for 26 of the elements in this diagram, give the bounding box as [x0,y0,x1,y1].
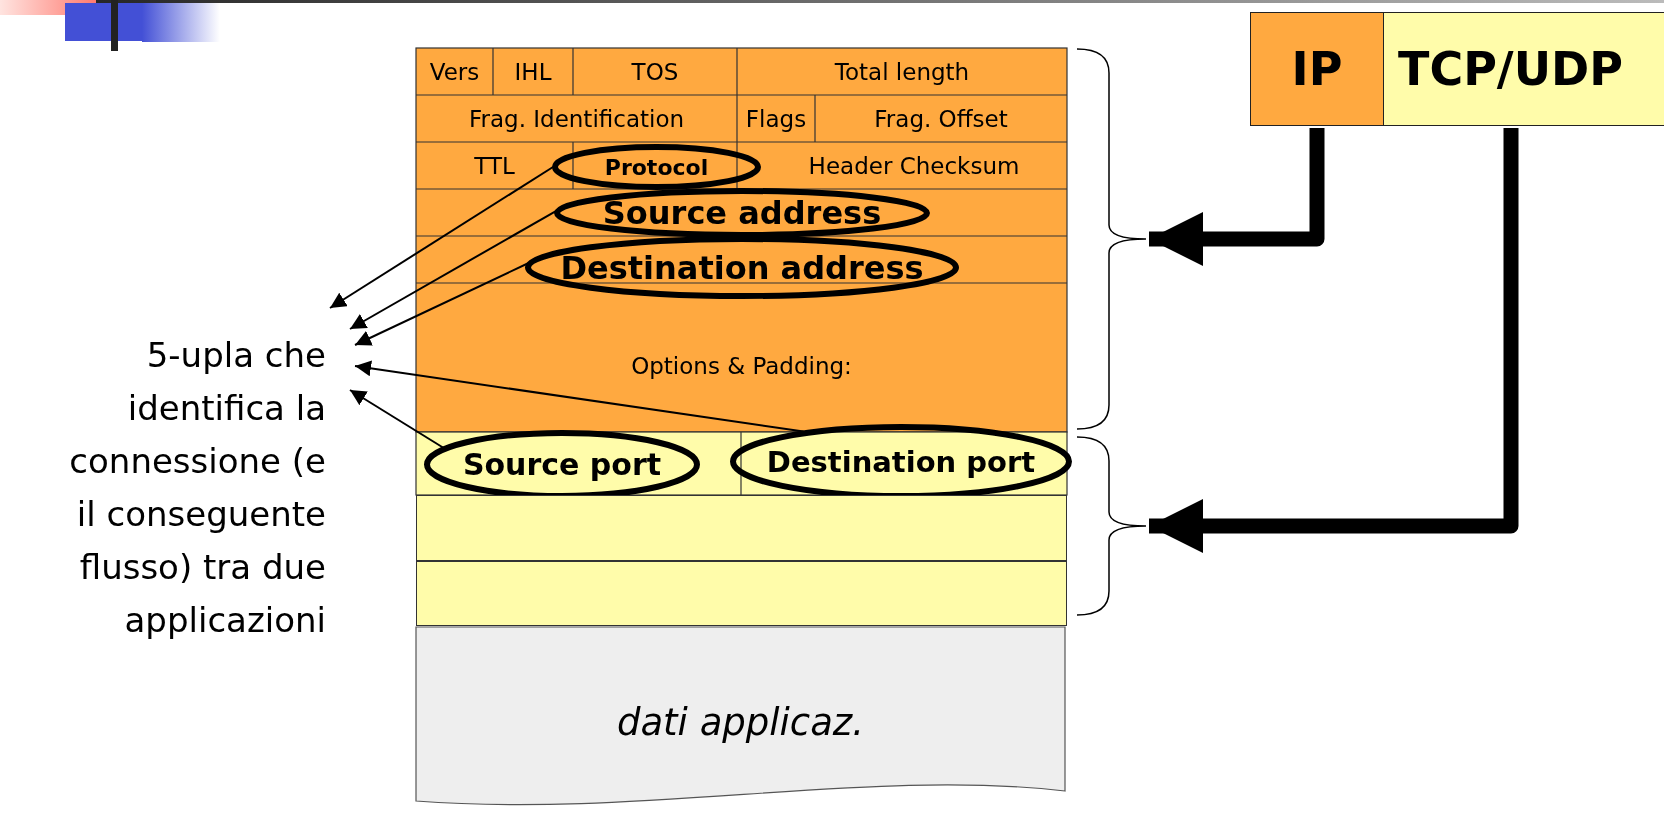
arrow [1149,128,1519,553]
header-field: Header Checksum [761,142,1067,189]
highlighted-field: Destination address [525,236,959,299]
header-field: Vers [416,48,493,95]
header-field: Frag. Identification [416,95,737,142]
header-field: TOS [573,48,737,95]
layer-box: IP [1250,12,1384,126]
curly-brace [1077,48,1147,430]
annotation-text: 5-upla che identifica la connessione (e il conseguente flusso) tra due applicazioni [0,300,326,670]
arrow [329,166,554,309]
payload-label: dati applicaz. [615,700,866,746]
layer-box: TCP/UDP [1383,12,1664,126]
header-field: IHL [493,48,573,95]
empty-row [416,561,1067,626]
arrow [349,389,445,449]
arrow [354,360,805,433]
arrow [1149,128,1325,266]
highlighted-field: Source address [554,188,930,238]
curly-brace [1077,436,1147,616]
arrow [349,210,557,330]
highlighted-field: Protocol [552,144,761,190]
header-field: Total length [737,48,1067,95]
arrow [354,262,530,346]
header-field: Flags [737,95,815,142]
empty-row [416,495,1067,561]
header-field: Frag. Offset [815,95,1067,142]
